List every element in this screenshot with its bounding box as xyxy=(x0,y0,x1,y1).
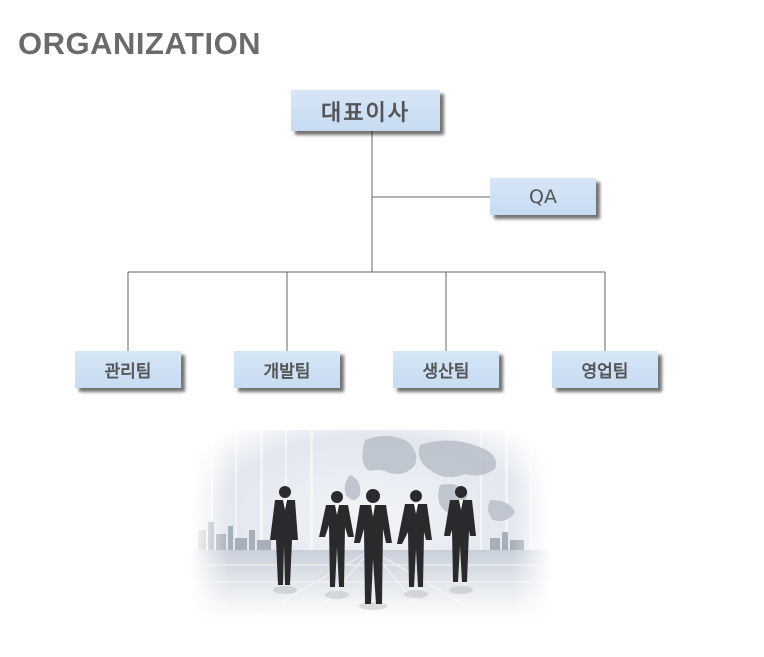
world-map-icon xyxy=(344,436,515,521)
node-team-sales: 영업팀 xyxy=(552,351,658,388)
node-ceo: 대표이사 xyxy=(291,90,440,131)
node-ceo-label: 대표이사 xyxy=(321,100,410,126)
business-people-silhouettes xyxy=(270,486,476,604)
node-qa: QA xyxy=(490,178,596,215)
node-qa-label: QA xyxy=(529,185,557,208)
node-team-production: 생산팀 xyxy=(393,351,499,388)
node-team-management: 관리팀 xyxy=(75,351,181,388)
node-team-label: 개발팀 xyxy=(263,362,311,382)
business-people-illustration xyxy=(190,430,552,620)
node-team-label: 관리팀 xyxy=(104,362,152,382)
page-title: ORGANIZATION xyxy=(18,26,262,61)
node-team-label: 영업팀 xyxy=(581,362,629,382)
node-team-label: 생산팀 xyxy=(422,362,470,382)
node-team-development: 개발팀 xyxy=(234,351,340,388)
